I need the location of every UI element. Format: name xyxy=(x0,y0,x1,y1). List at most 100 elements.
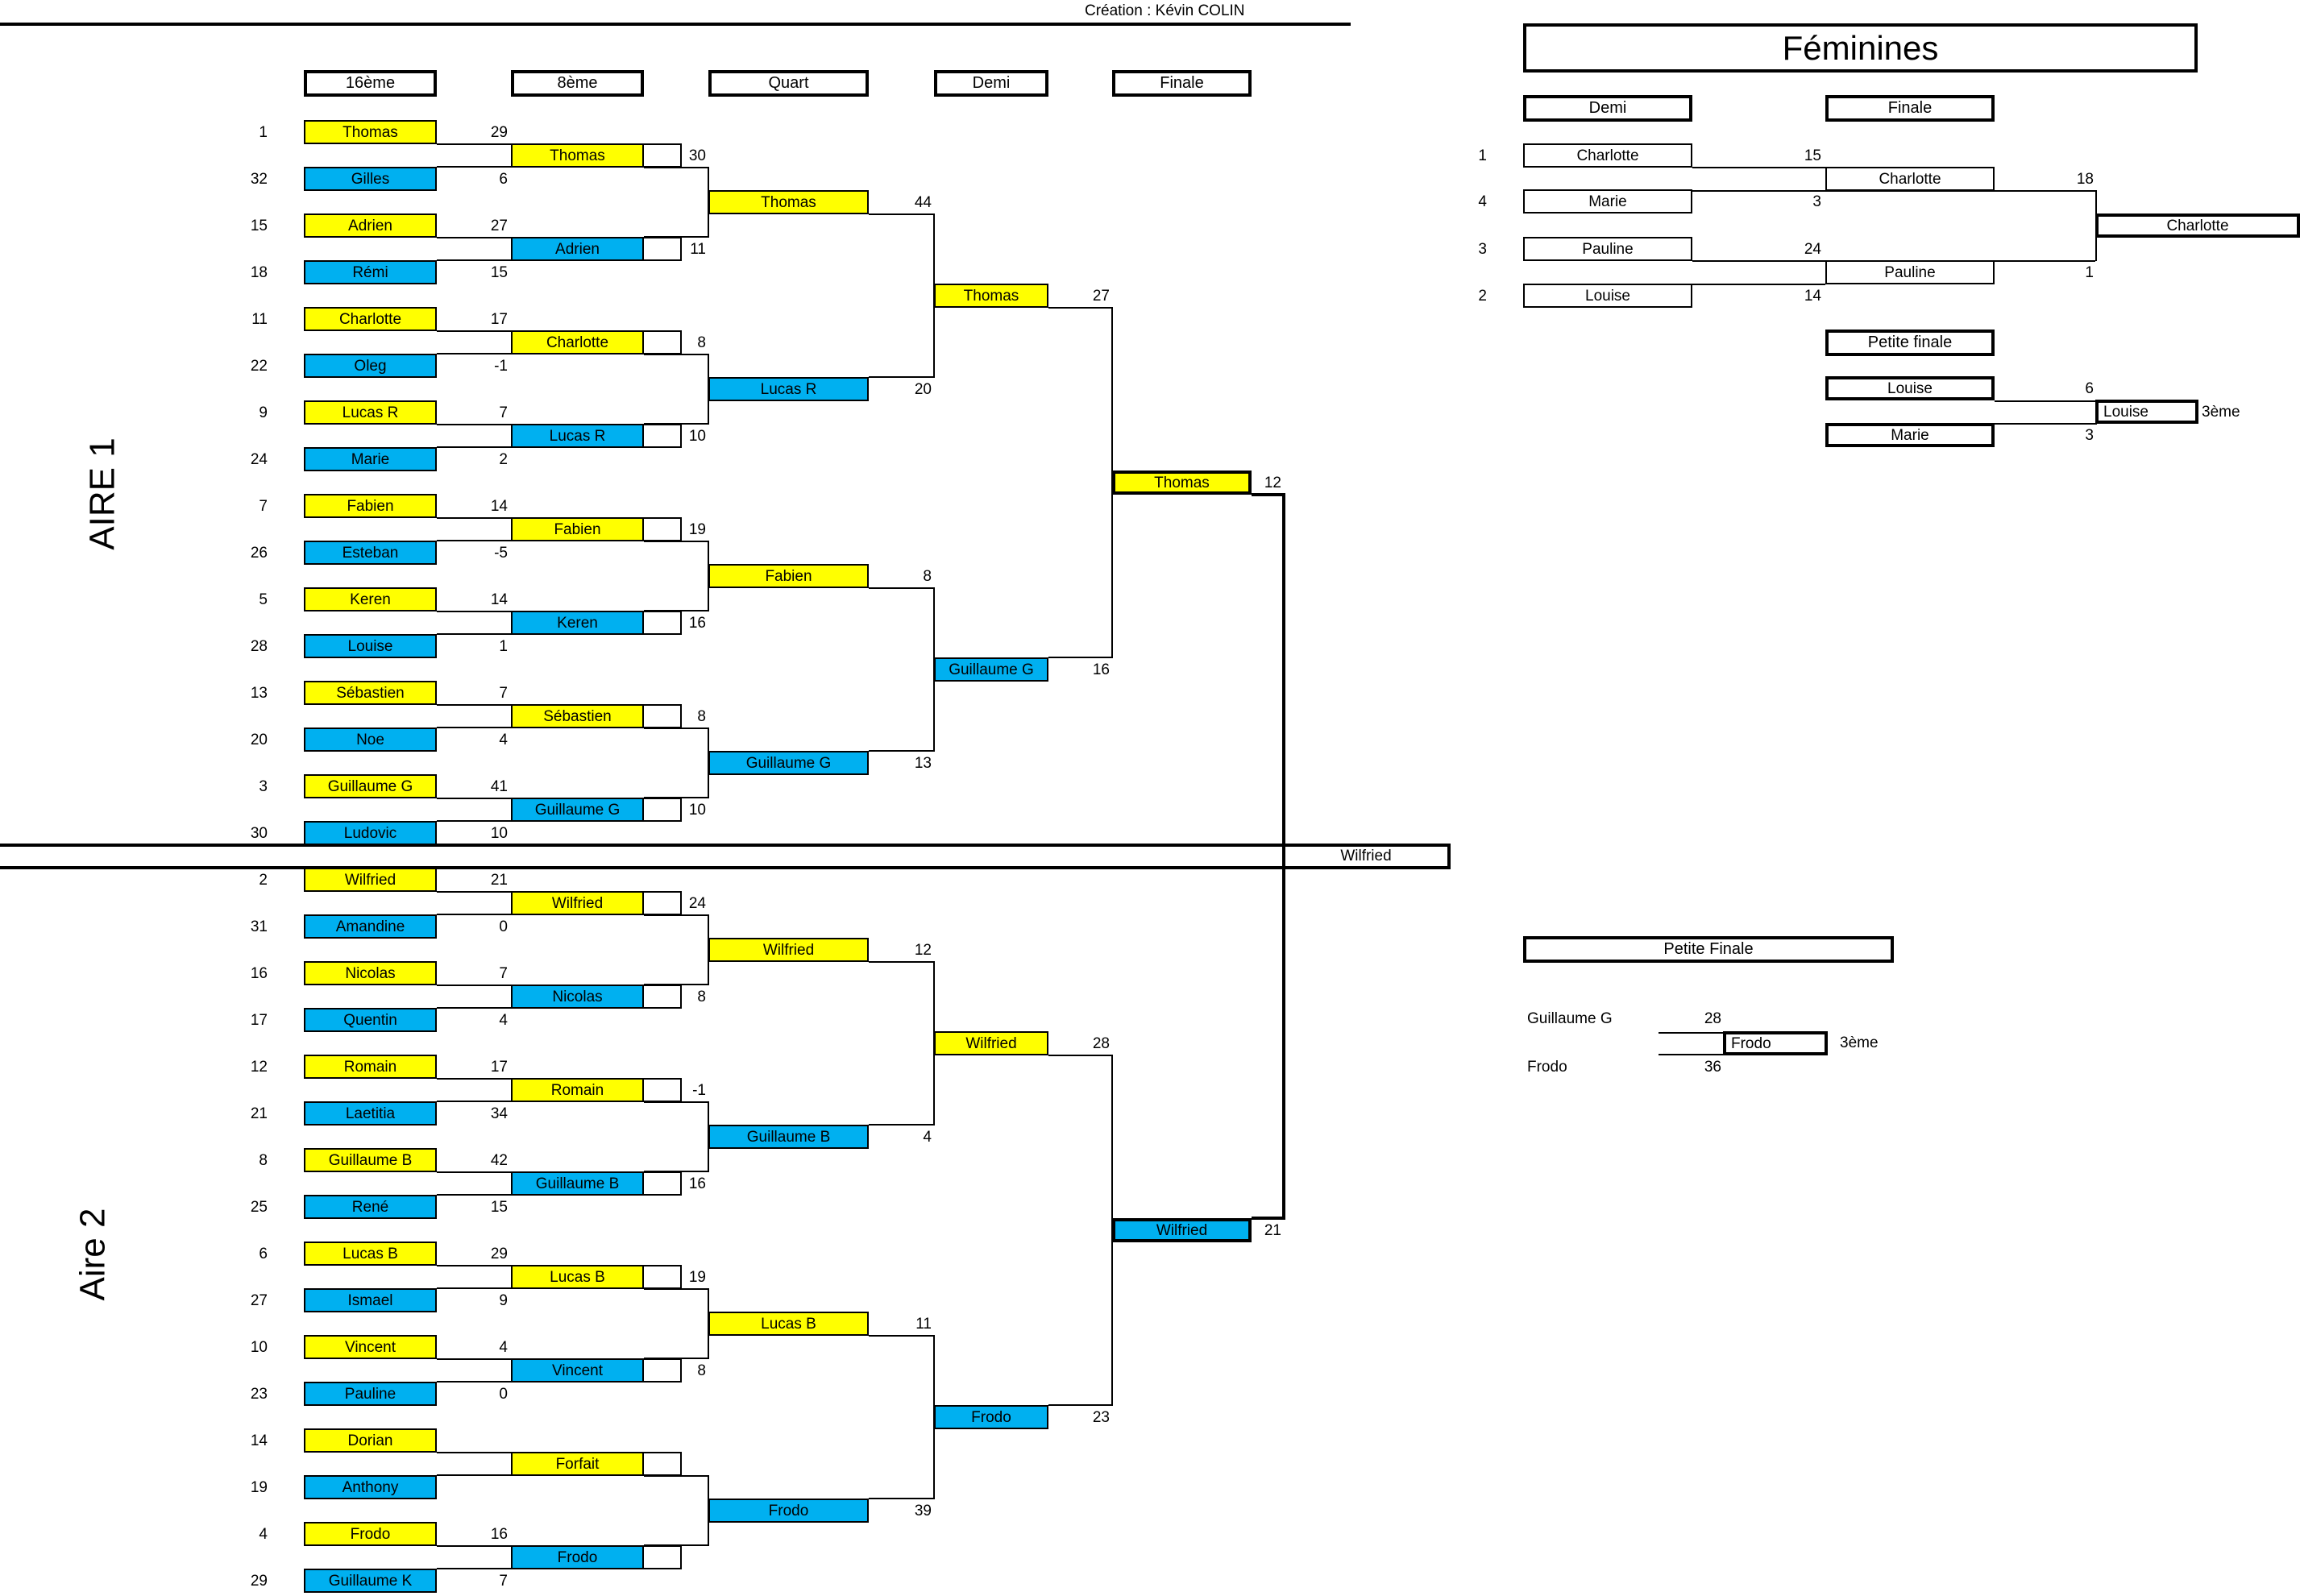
connector-h xyxy=(869,587,933,589)
connector-h xyxy=(437,1452,680,1453)
score-r16: 9 xyxy=(499,1292,508,1309)
connector-h xyxy=(437,985,680,986)
connector-v xyxy=(680,237,682,261)
score-r16: 7 xyxy=(499,404,508,421)
player-box-r16: Romain xyxy=(304,1055,437,1079)
connector-h xyxy=(869,750,933,752)
connector-h xyxy=(437,611,680,612)
player-box-r8: Nicolas xyxy=(511,985,644,1009)
fem-pf-connector xyxy=(1995,423,2095,425)
area-1-label: AIRE 1 xyxy=(82,437,122,550)
fem-third-box: Louise xyxy=(2095,400,2198,424)
seed-number: 3 xyxy=(259,778,268,795)
score-r16: 17 xyxy=(490,311,508,328)
header-quart: Quart xyxy=(708,70,869,97)
player-box-r8: Sébastien xyxy=(511,704,644,728)
connector-h xyxy=(437,633,680,635)
area-separator-bottom xyxy=(0,866,1451,869)
seed-number: 18 xyxy=(250,264,268,281)
connector-h xyxy=(644,914,708,916)
player-box-r16: Guillaume G xyxy=(304,774,437,798)
header-demi: Demi xyxy=(934,70,1048,97)
seed-number: 22 xyxy=(250,358,268,375)
score-demi: 28 xyxy=(1092,1035,1110,1052)
seed-number: 27 xyxy=(250,1292,268,1309)
seed-number: 20 xyxy=(250,732,268,748)
connector-h xyxy=(437,1568,680,1569)
seed-number: 1 xyxy=(259,124,268,141)
player-box-r8: Charlotte xyxy=(511,330,644,354)
player-box-finale: Wilfried xyxy=(1112,1218,1252,1242)
score-r16: 4 xyxy=(499,1339,508,1356)
fem-demi-box: Louise xyxy=(1523,284,1692,308)
seed-number: 21 xyxy=(250,1105,268,1122)
player-box-r16: Marie xyxy=(304,447,437,471)
player-box-r16: Anthony xyxy=(304,1475,437,1499)
connector-h xyxy=(437,798,680,799)
connector-h xyxy=(869,961,933,963)
player-box-r16: Ludovic xyxy=(304,821,437,845)
connector-h xyxy=(1048,1055,1111,1056)
seed-number: 32 xyxy=(250,171,268,188)
score-demi: 27 xyxy=(1092,288,1110,305)
player-box-r8: Forfait xyxy=(511,1452,644,1476)
score-r16: 1 xyxy=(499,638,508,655)
score-r8: 8 xyxy=(697,708,706,725)
player-box-r16: Thomas xyxy=(304,120,437,144)
seed-number: 28 xyxy=(250,638,268,655)
score-r16: 29 xyxy=(490,124,508,141)
fem-demi-score: 14 xyxy=(1804,288,1821,305)
connector-h xyxy=(437,540,680,541)
connector-h xyxy=(437,1194,680,1196)
fem-connector xyxy=(1692,167,1825,168)
player-box-r8: Wilfried xyxy=(511,891,644,915)
player-box-r16: Esteban xyxy=(304,541,437,565)
score-r16: 7 xyxy=(499,965,508,982)
score-demi: 16 xyxy=(1092,661,1110,678)
connector-h xyxy=(1048,1404,1111,1406)
fem-pf-box: Marie xyxy=(1825,423,1995,447)
player-box-r16: Lucas B xyxy=(304,1242,437,1266)
seed-number: 13 xyxy=(250,685,268,702)
player-box-r16: Charlotte xyxy=(304,307,437,331)
fem-connector xyxy=(1692,260,2015,262)
final-connector xyxy=(1252,493,1284,496)
connector-v xyxy=(708,728,709,798)
connector-h xyxy=(437,914,680,915)
connector-h xyxy=(437,330,680,332)
petite-finale-player-2: Frodo xyxy=(1527,1059,1567,1076)
connector-v xyxy=(933,1335,935,1499)
petite-finale-score-1: 28 xyxy=(1704,1010,1721,1027)
player-box-demi: Guillaume G xyxy=(934,657,1048,682)
score-r8: -1 xyxy=(692,1082,706,1099)
connector-h xyxy=(437,1381,680,1383)
connector-v xyxy=(1111,307,1113,658)
connector-v xyxy=(680,891,682,915)
player-box-r16: Lucas R xyxy=(304,400,437,425)
header-round-16: 16ème xyxy=(304,70,437,97)
header-round-8: 8ème xyxy=(511,70,644,97)
score-quart: 39 xyxy=(914,1503,932,1519)
player-box-r16: Dorian xyxy=(304,1428,437,1453)
petite-finale-connector xyxy=(1659,1054,1723,1055)
fem-pf-score: 3 xyxy=(2085,427,2094,444)
fem-seed: 2 xyxy=(1478,288,1487,305)
score-r8: 8 xyxy=(697,1362,706,1379)
connector-v xyxy=(680,798,682,822)
feminines-petite-finale-header: Petite finale xyxy=(1825,330,1995,356)
connector-h xyxy=(644,728,708,729)
connector-h xyxy=(437,143,680,145)
connector-v xyxy=(680,704,682,728)
player-box-r16: Guillaume B xyxy=(304,1148,437,1172)
seed-number: 4 xyxy=(259,1526,268,1543)
connector-h xyxy=(437,820,680,822)
score-demi: 23 xyxy=(1092,1409,1110,1426)
connector-h xyxy=(644,984,708,985)
score-r16: 34 xyxy=(490,1105,508,1122)
score-quart: 20 xyxy=(914,381,932,398)
fem-pf-connector xyxy=(1995,400,2095,402)
fem-demi-score: 3 xyxy=(1812,193,1821,210)
score-r8: 24 xyxy=(688,895,706,912)
connector-v xyxy=(708,354,709,425)
score-finale: 21 xyxy=(1264,1222,1281,1239)
